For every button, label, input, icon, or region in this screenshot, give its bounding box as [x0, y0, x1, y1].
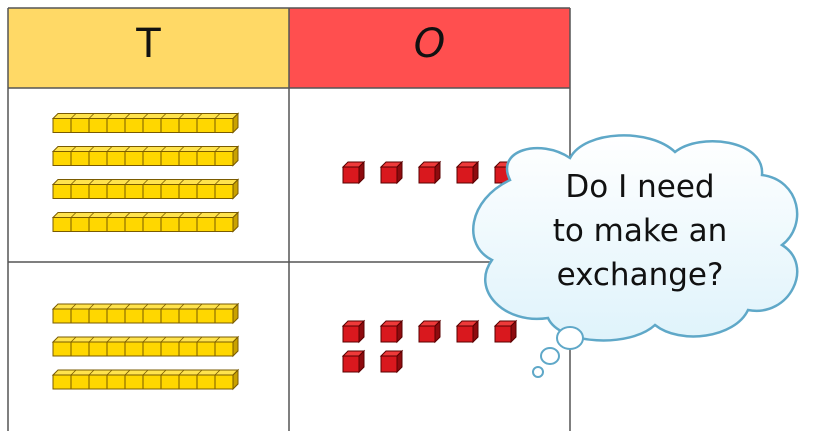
- ones-cube: [455, 160, 480, 185]
- thought-trail-large: [556, 326, 584, 350]
- table-grid: [7, 7, 571, 431]
- ones-cube: [417, 319, 442, 344]
- ones-cube: [493, 319, 518, 344]
- thought-cloud: [472, 134, 799, 342]
- tens-rod: [51, 211, 240, 233]
- ones-cube: [341, 319, 366, 344]
- ones-cube: [341, 349, 366, 374]
- tens-rod: [51, 335, 240, 358]
- ones-cube: [379, 160, 404, 185]
- tens-rod: [51, 145, 240, 167]
- ones-header-cell: [289, 8, 570, 88]
- thought-trail-small: [532, 366, 544, 378]
- tens-rod: [51, 368, 240, 391]
- tens-rod: [51, 302, 240, 325]
- thought-bubble: [472, 134, 799, 378]
- ones-cube: [455, 319, 480, 344]
- ones-cube: [341, 160, 366, 185]
- thought-trail-medium: [540, 347, 560, 365]
- ones-cube: [379, 319, 404, 344]
- tens-rod: [51, 112, 240, 134]
- base-ten-blocks: [51, 112, 518, 391]
- tens-rod: [51, 178, 240, 200]
- ones-cube: [379, 349, 404, 374]
- tens-header-cell: [8, 8, 289, 88]
- ones-cube: [417, 160, 442, 185]
